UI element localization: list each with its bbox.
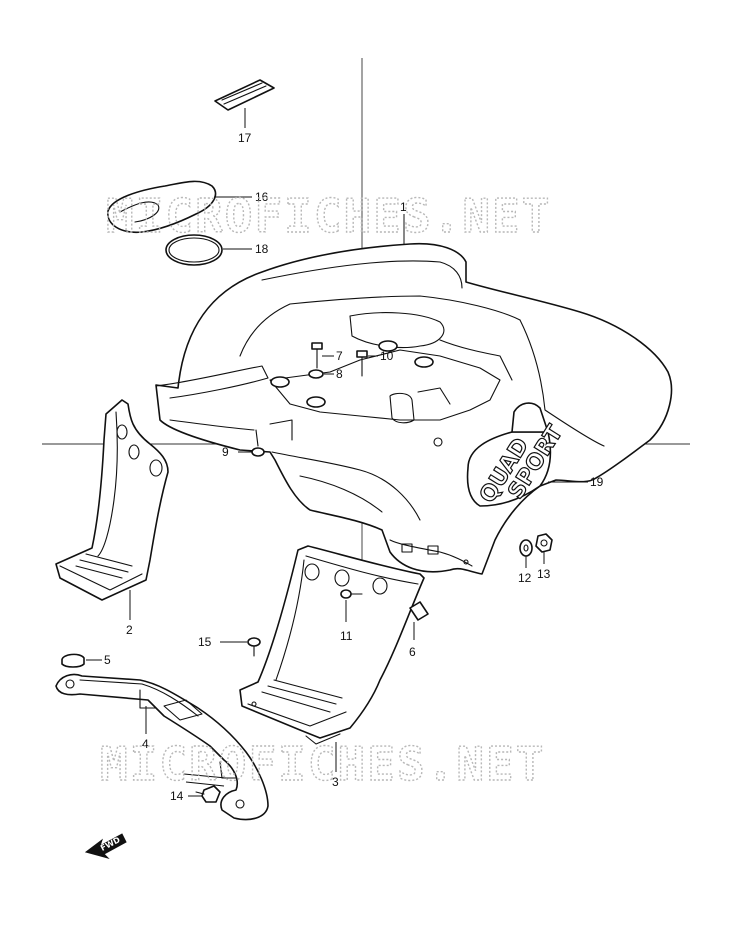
callout-17: 17 (238, 131, 252, 145)
callout-8: 8 (336, 367, 343, 381)
callout-12: 12 (518, 571, 532, 585)
callout-16: 16 (255, 190, 269, 204)
callout-14: 14 (170, 789, 184, 803)
callout-11: 11 (340, 629, 353, 643)
part-9-clip[interactable]: 9 (222, 445, 265, 459)
callout-6: 6 (409, 645, 416, 659)
callout-13: 13 (537, 567, 551, 581)
part-17-strip[interactable]: 17 (214, 79, 275, 145)
callout-18: 18 (255, 242, 269, 256)
part-3-right-mudguard[interactable]: 3 (239, 545, 425, 789)
callout-7: 7 (336, 349, 343, 363)
part-6-pad[interactable]: 6 (409, 601, 429, 659)
part-11-screw[interactable]: 11 (340, 589, 363, 643)
part-10-bolt[interactable]: 10 (356, 349, 394, 377)
callout-3: 3 (332, 775, 339, 789)
callout-15: 15 (198, 635, 212, 649)
callout-1: 1 (400, 200, 407, 214)
part-8-washer[interactable]: 8 (270, 340, 434, 408)
fwd-arrow-icon: FWD (84, 833, 127, 859)
callout-9: 9 (222, 445, 229, 459)
watermark-bottom: MICROFICHES.NET (100, 737, 545, 791)
callout-10: 10 (380, 349, 394, 363)
callout-2: 2 (126, 623, 133, 637)
part-15-screw[interactable]: 15 (198, 635, 261, 657)
callout-5: 5 (104, 653, 111, 667)
part-4-bracket[interactable]: 4 (55, 673, 269, 821)
part-18-ring[interactable]: 18 (165, 234, 269, 266)
part-5-cap[interactable]: 5 (61, 653, 111, 668)
part-2-left-mudguard[interactable]: 2 (55, 399, 169, 637)
watermark-top: MICROFICHES.NET (106, 189, 551, 243)
callout-4: 4 (142, 737, 149, 751)
part-14-bolt[interactable]: 14 (170, 785, 221, 803)
callout-19: 19 (590, 475, 604, 489)
part-12-washer[interactable]: 12 (518, 539, 533, 585)
part-7-bolt[interactable]: 7 (311, 342, 343, 369)
part-1-rear-fender[interactable]: 1 (155, 200, 673, 575)
part-13-nut[interactable]: 13 (535, 533, 553, 581)
part-16-cover[interactable]: 16 (107, 180, 269, 234)
